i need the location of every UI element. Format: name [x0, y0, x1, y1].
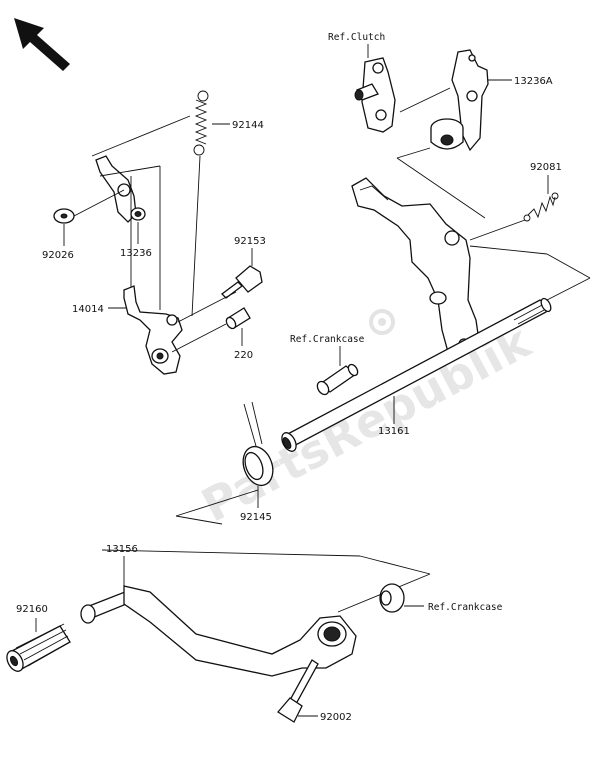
part-14014-ratchet-lever — [123, 285, 183, 375]
label-92160: 92160 — [16, 604, 48, 615]
label-220: 220 — [234, 350, 253, 361]
part-92002-bolt — [277, 659, 319, 723]
label-92081: 92081 — [530, 162, 562, 173]
label-92145: 92145 — [240, 512, 272, 523]
part-92160-pedal-rubber — [6, 623, 71, 672]
part-92026-washer — [53, 208, 75, 224]
part-crankcase-washer — [379, 583, 405, 613]
guide-line-upper — [399, 87, 451, 113]
part-crankcase-pin — [316, 363, 359, 396]
label-13161: 13161 — [378, 426, 410, 437]
label-13156: 13156 — [106, 544, 138, 555]
part-13156-gear-pedal — [80, 585, 357, 677]
guide-line-collar — [171, 323, 227, 353]
label-13236: 13236 — [120, 248, 152, 259]
guide-line-pedal — [101, 549, 361, 557]
label-92144: 92144 — [232, 120, 264, 131]
guide-line-bolt — [177, 291, 237, 323]
label-92002: 92002 — [320, 712, 352, 723]
part-92081-spring — [523, 192, 559, 222]
watermark-text: PartsRepublik — [193, 314, 540, 533]
label-14014: 14014 — [72, 304, 104, 315]
label-92153: 92153 — [234, 236, 266, 247]
guide-line-upper-2 — [396, 147, 431, 159]
guide-line-spring-92144 — [191, 155, 201, 317]
guide-line-pedal-2 — [359, 555, 431, 575]
guide-line-upper-3 — [396, 157, 486, 219]
guide-line-left-1 — [91, 115, 191, 157]
label-ref-crankcase-1: Ref.Crankcase — [290, 334, 365, 345]
label-92026: 92026 — [42, 250, 74, 261]
part-13161-shift-shaft — [281, 177, 552, 452]
guide-line-left-2 — [99, 165, 161, 177]
guide-line-shaft-2 — [546, 253, 591, 279]
guide-line-shaft — [546, 277, 591, 301]
watermark-gear-icon — [369, 309, 395, 335]
part-220-collar — [225, 307, 251, 330]
guide-line-spring-92145 — [175, 489, 259, 517]
guide-line-spring — [469, 219, 526, 241]
part-13236-bushing — [130, 207, 146, 221]
label-ref-clutch: Ref.Clutch — [328, 32, 385, 43]
label-ref-crankcase-2: Ref.Crankcase — [428, 602, 503, 613]
guide-line-spring-92145-2 — [175, 515, 223, 525]
part-13236-lever — [95, 155, 137, 223]
part-92145-return-spring — [242, 401, 274, 487]
part-92144-spring — [193, 90, 209, 156]
part-13236a-lever — [354, 49, 489, 152]
guide-line-washer — [73, 189, 125, 217]
orientation-arrow-icon — [14, 18, 70, 71]
guide-line-shaft-3 — [469, 245, 548, 255]
label-13236a: 13236A — [514, 76, 553, 87]
part-92153-bolt — [221, 265, 263, 299]
